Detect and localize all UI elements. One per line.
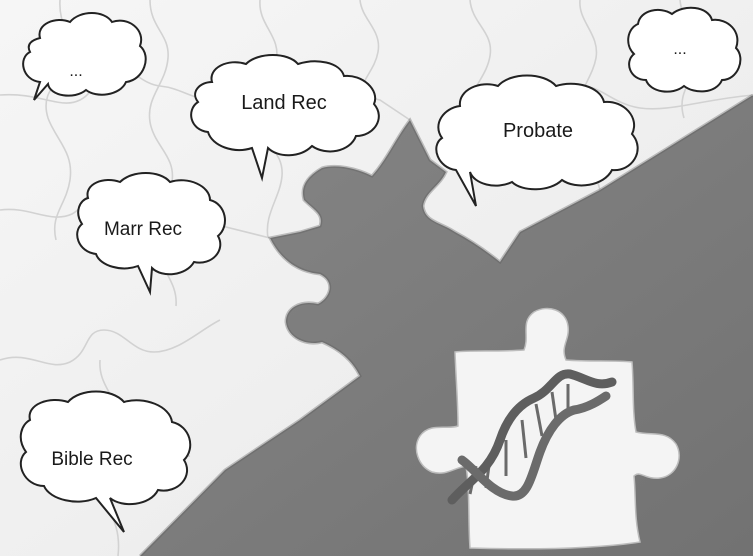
cloud-bible-rec — [19, 390, 192, 533]
bubble-label-marr-rec: Marr Rec — [103, 219, 183, 240]
bubble-label-probate: Probate — [502, 120, 574, 142]
bubble-label-top-left: ... — [69, 63, 83, 80]
cloud-probate — [435, 74, 639, 207]
cloud-top-left-ellipsis — [22, 12, 147, 101]
cloud-marr-rec — [76, 172, 226, 296]
loose-puzzle-piece — [415, 307, 680, 550]
speech-bubbles — [19, 6, 742, 533]
bubble-label-top-right: ... — [673, 41, 687, 58]
bubble-label-land-rec: Land Rec — [241, 92, 327, 114]
cloud-top-right-ellipsis — [627, 6, 742, 93]
cloud-land-rec — [190, 54, 380, 182]
bubble-label-bible-rec: Bible Rec — [51, 449, 133, 470]
edge-shadow — [138, 93, 753, 556]
dna-double-helix-icon — [447, 369, 617, 505]
